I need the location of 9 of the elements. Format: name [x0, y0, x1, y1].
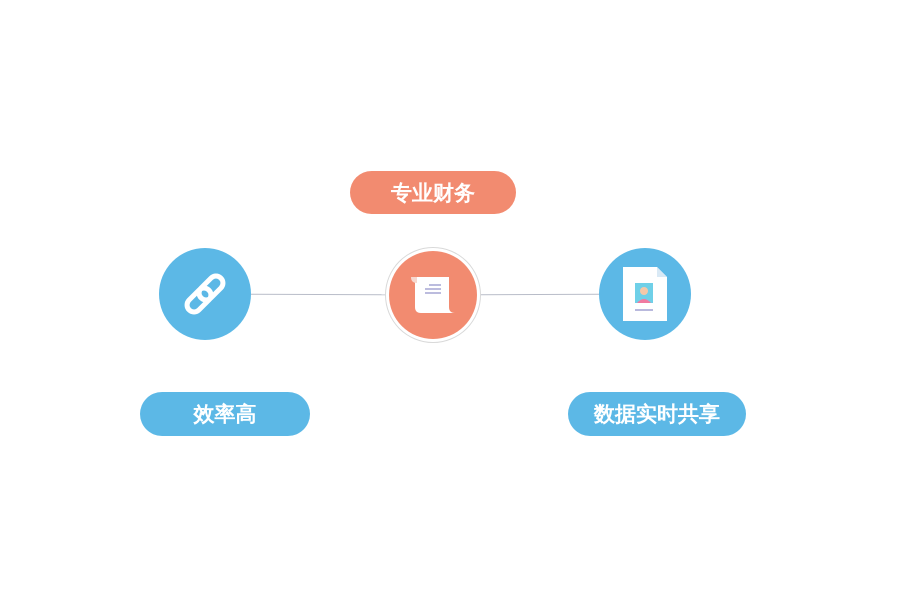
label-pill [350, 171, 516, 214]
pill-label: 专业财务 [391, 180, 475, 206]
connector-line [250, 294, 386, 296]
icon-circle [389, 251, 477, 339]
connector-line [480, 294, 600, 296]
pill-label: 效率高 [194, 401, 256, 428]
pill-label: 数据实时共享 [594, 401, 720, 428]
label-pill [568, 392, 746, 436]
label-pill [140, 392, 310, 436]
